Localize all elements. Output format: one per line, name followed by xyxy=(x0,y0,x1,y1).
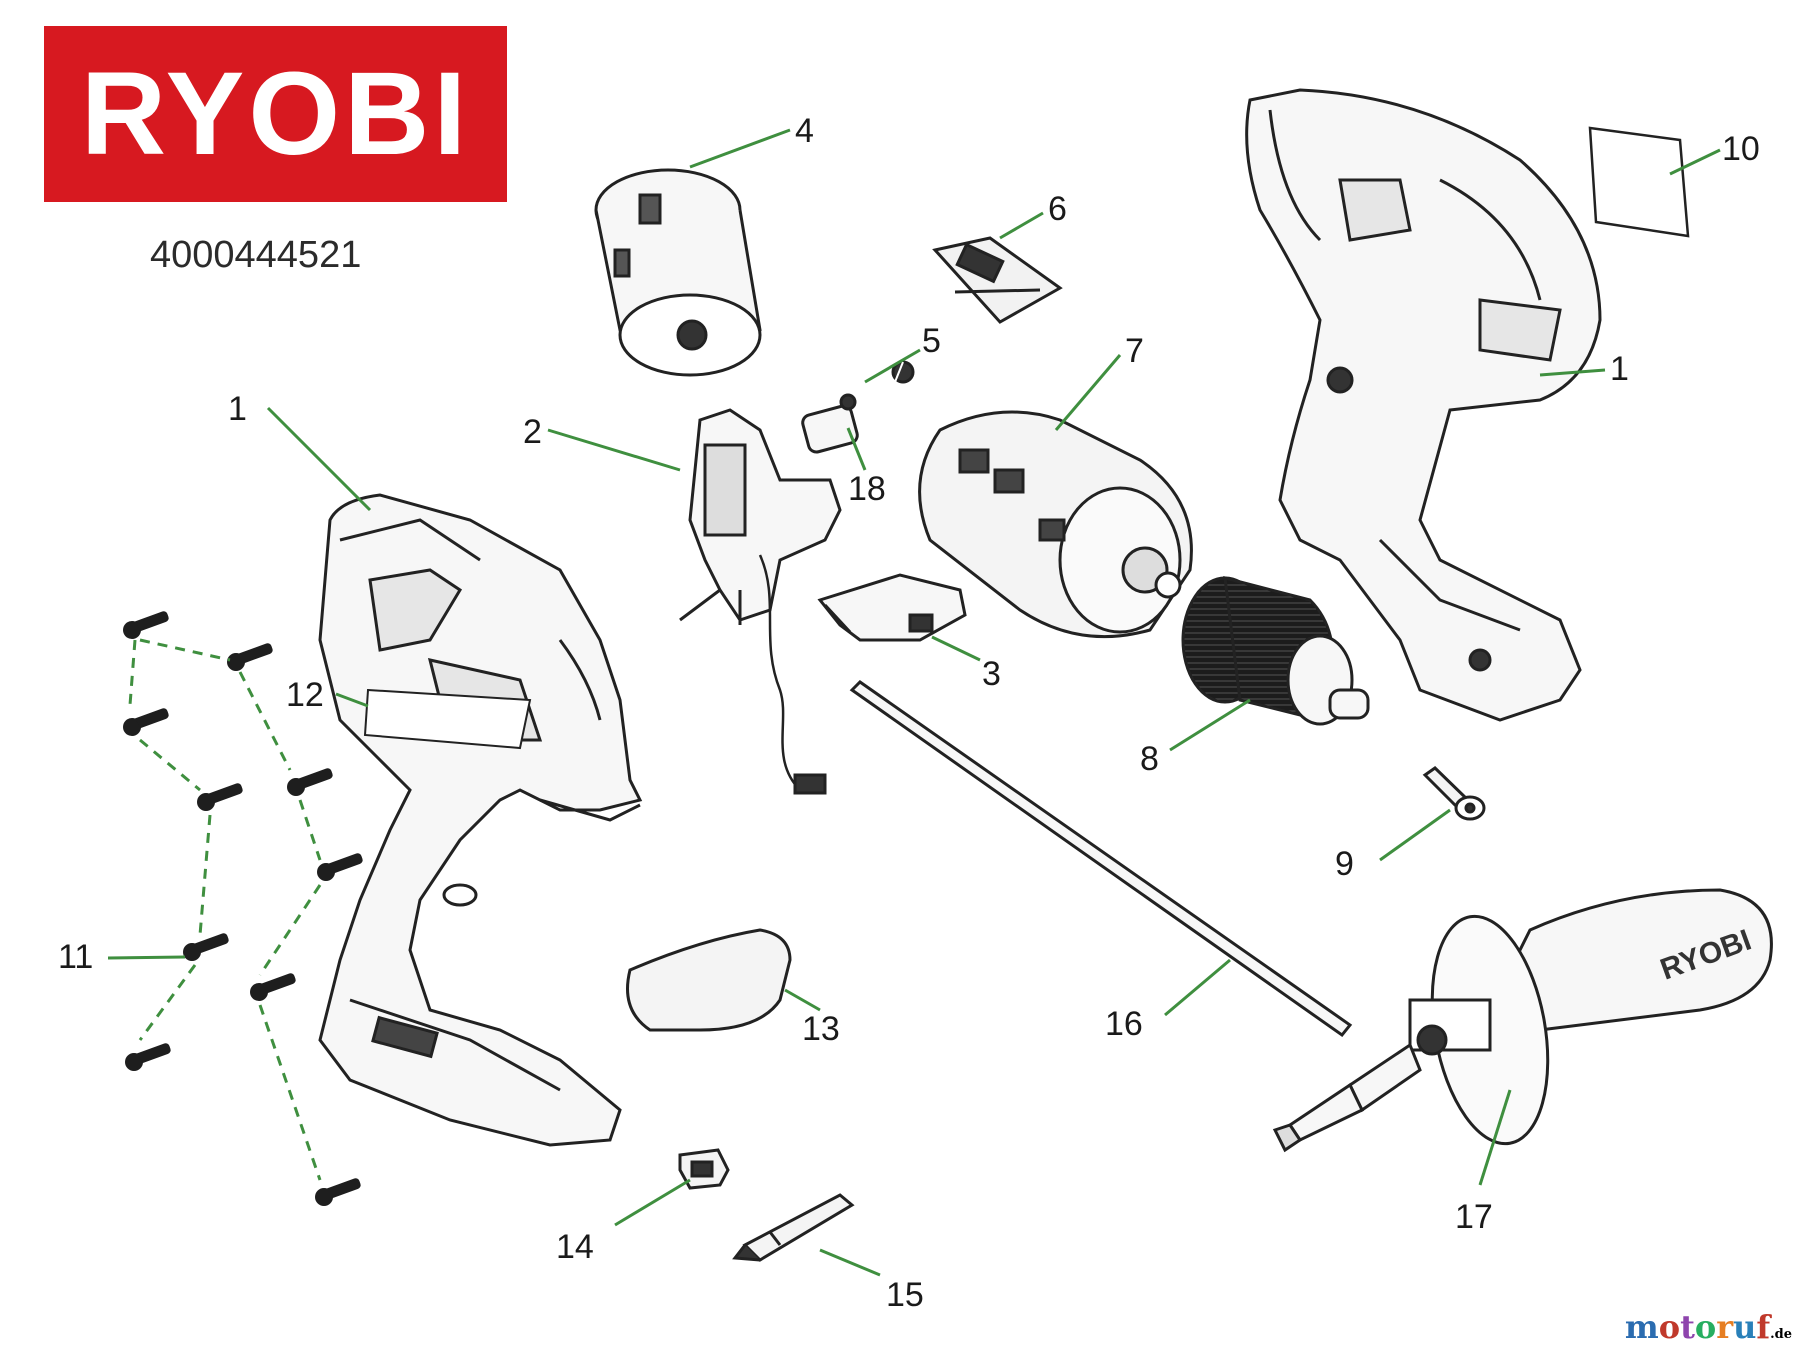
small-screw xyxy=(891,360,915,384)
auxiliary-handle: RYOBI xyxy=(1272,888,1773,1153)
switch-cover xyxy=(932,236,1063,324)
callout-8: 8 xyxy=(1140,740,1159,778)
watermark-letter: u xyxy=(1733,1308,1757,1346)
callout-1-left: 1 xyxy=(228,390,247,428)
callout-11: 11 xyxy=(58,938,93,976)
housing-left-half xyxy=(318,493,643,1147)
callout-7: 7 xyxy=(1125,332,1144,370)
motor xyxy=(594,168,762,377)
rating-label xyxy=(1588,126,1690,238)
callout-9: 9 xyxy=(1335,845,1354,883)
callout-18: 18 xyxy=(848,470,886,508)
watermark-letter: t xyxy=(1680,1308,1695,1346)
watermark-tld: .de xyxy=(1770,1327,1792,1342)
belt-clip-part xyxy=(678,1148,730,1190)
callout-17: 17 xyxy=(1455,1198,1493,1236)
chuck-screw xyxy=(1422,766,1486,821)
housing-screws xyxy=(123,611,363,1206)
ryobi-logo: RYOBI xyxy=(44,26,507,202)
watermark-letter: m xyxy=(1624,1308,1659,1346)
leader-lines xyxy=(107,128,1721,1277)
trigger-switch-module xyxy=(679,408,842,795)
side-label xyxy=(363,688,532,750)
housing-right-half xyxy=(1245,88,1602,722)
callout-numbers: 4 6 5 7 2 18 3 8 9 10 1 1 11 12 13 14 15… xyxy=(58,112,1760,1314)
battery-cover xyxy=(626,928,792,1032)
deflector-plate xyxy=(817,573,967,642)
callout-16: 16 xyxy=(1105,1005,1143,1043)
part-number: 4000444521 xyxy=(150,234,362,276)
screwdriver-bit xyxy=(732,1193,855,1262)
callout-6: 6 xyxy=(1048,190,1067,228)
callout-2: 2 xyxy=(523,413,542,451)
callout-13: 13 xyxy=(802,1010,840,1048)
callout-4: 4 xyxy=(795,112,814,150)
watermark-letter: r xyxy=(1716,1308,1734,1346)
watermark-text: motoruf xyxy=(1625,1308,1770,1346)
callout-3: 3 xyxy=(982,655,1001,693)
logo-text: RYOBI xyxy=(80,48,471,180)
watermark-letter: o xyxy=(1658,1308,1681,1346)
keyless-chuck xyxy=(1181,575,1370,726)
small-electronic-part xyxy=(801,393,859,454)
callout-14: 14 xyxy=(556,1228,594,1266)
watermark: motoruf.de xyxy=(1625,1308,1792,1346)
callout-10: 10 xyxy=(1722,130,1760,168)
callout-1-right: 1 xyxy=(1610,350,1629,388)
gearbox xyxy=(918,410,1193,639)
depth-rod xyxy=(849,680,1353,1038)
watermark-letter: o xyxy=(1694,1308,1717,1346)
watermark-letter: f xyxy=(1756,1308,1771,1346)
callout-15: 15 xyxy=(886,1276,924,1314)
callout-5: 5 xyxy=(922,322,941,360)
callout-12: 12 xyxy=(286,676,324,714)
